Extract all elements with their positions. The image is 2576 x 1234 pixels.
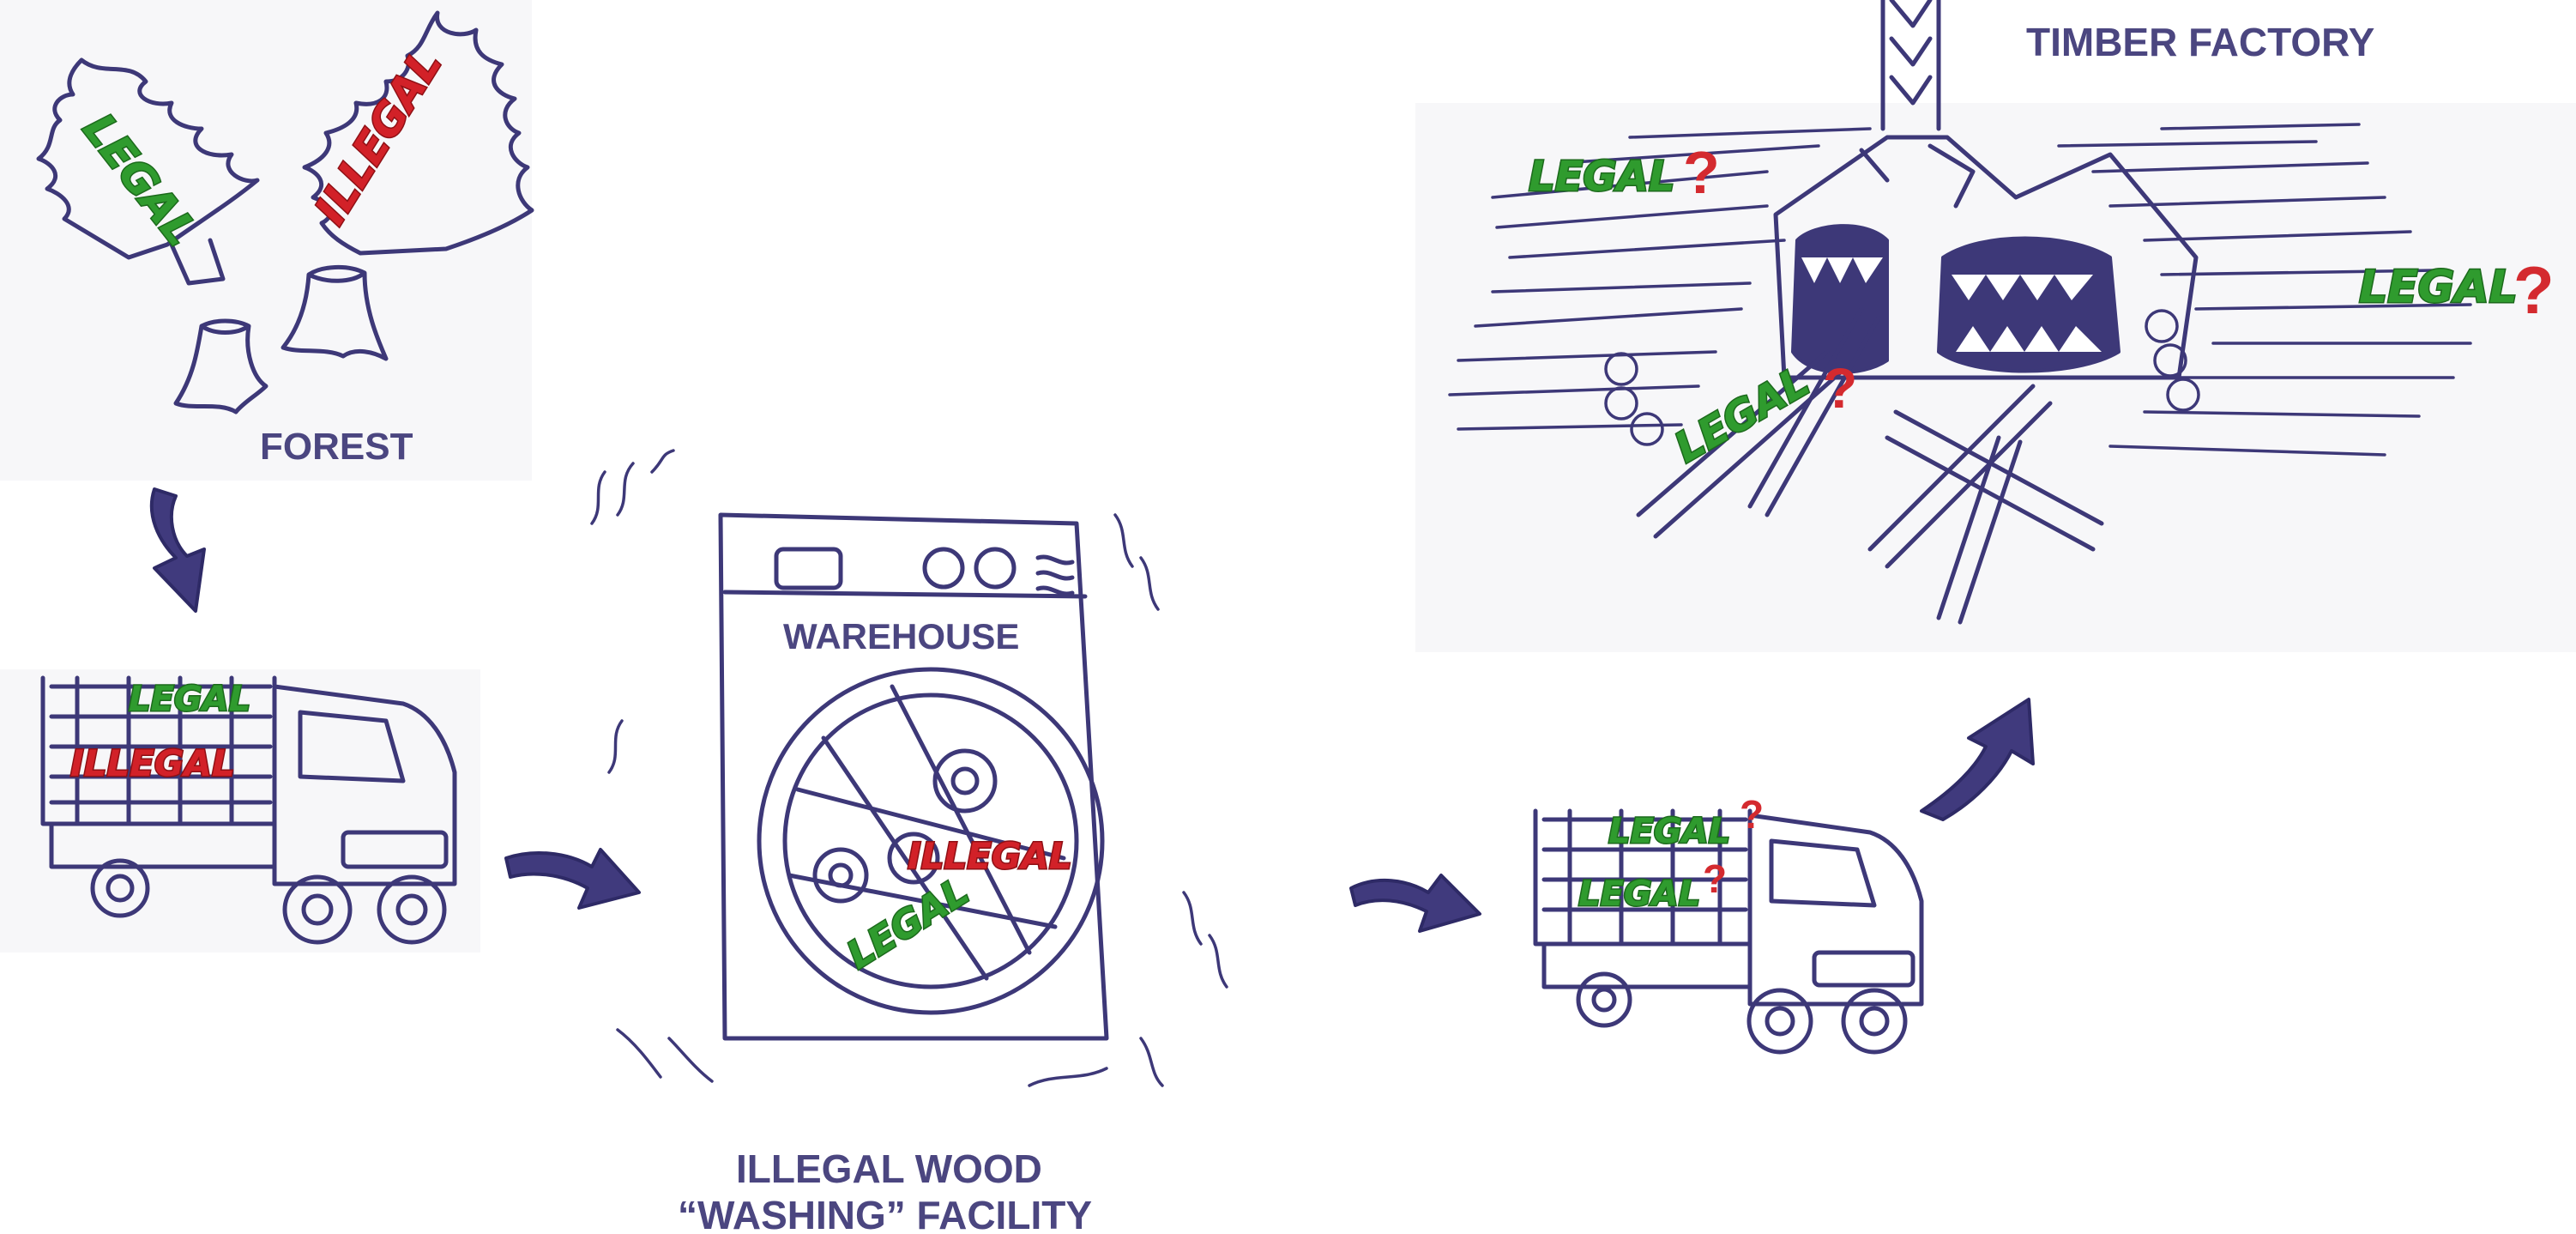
curved-arrow-icon	[506, 850, 639, 908]
timber-factory-group: TIMBER FACTORY LEGAL ? LEGAL ? LEGAL ?	[1415, 0, 2576, 652]
legal-label: LEGAL	[129, 680, 250, 719]
legal-label: LEGAL	[840, 869, 977, 977]
warehouse-caption: WAREHOUSE	[783, 616, 1019, 656]
washing-machine-icon: WAREHOUSE ILLEGAL LEGAL	[592, 451, 1227, 1086]
forest-group: LEGAL ILLEGAL FOREST	[0, 0, 532, 481]
curved-arrow-icon	[152, 489, 204, 611]
curved-arrow-icon	[1351, 875, 1480, 931]
truck-icon: LEGAL ILLEGAL	[0, 669, 480, 953]
legal-label: LEGAL	[2359, 262, 2518, 313]
facility-caption-line2: “WASHING” FACILITY	[678, 1193, 1092, 1234]
illegal-label: ILLEGAL	[70, 742, 235, 784]
question-mark: ?	[1740, 792, 1764, 837]
truck-icon: LEGAL ? LEGAL ?	[1535, 792, 1921, 1052]
vibration-lines	[592, 451, 1227, 1086]
factory-caption: TIMBER FACTORY	[2026, 20, 2374, 64]
facility-caption-line1: ILLEGAL WOOD	[736, 1146, 1042, 1191]
forest-backdrop	[0, 0, 532, 481]
illegal-label: ILLEGAL	[908, 835, 1072, 877]
legal-label: LEGAL	[1578, 874, 1700, 914]
question-mark: ?	[1823, 356, 1857, 420]
question-mark: ?	[2513, 252, 2555, 328]
forest-caption: FOREST	[260, 426, 413, 468]
legal-label: LEGAL	[1529, 153, 1675, 201]
curved-arrow-icon	[1921, 699, 2033, 820]
legal-label: LEGAL	[1608, 812, 1730, 851]
question-mark: ?	[1703, 856, 1727, 901]
question-mark: ?	[1683, 139, 1720, 206]
